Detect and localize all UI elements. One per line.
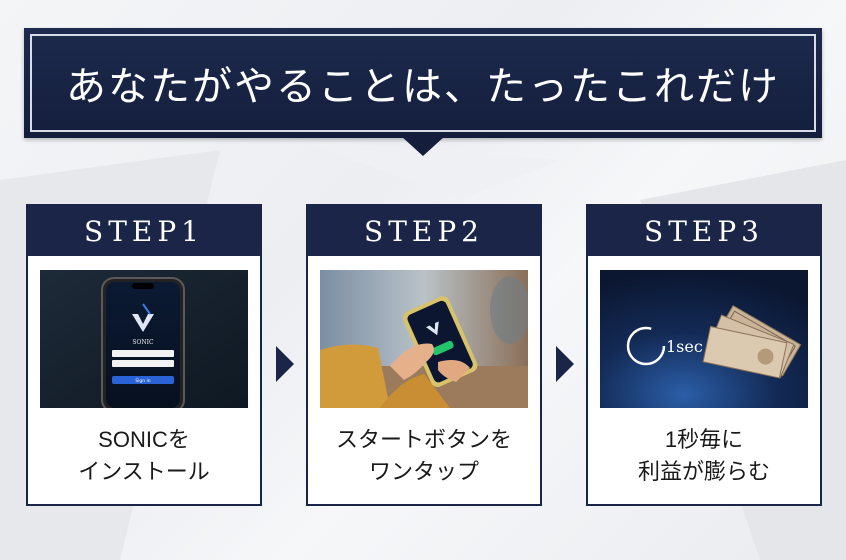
signin-label: Sign in [135, 378, 150, 384]
header-banner: あなたがやることは、たったこれだけ [24, 28, 822, 138]
step-label: STEP3 [644, 214, 764, 248]
step-header: STEP2 [308, 206, 540, 256]
step-card-1: STEP1 SONIC Sign in SONICを [26, 204, 262, 506]
step-header: STEP1 [28, 206, 260, 256]
timer-text: 1sec [666, 337, 703, 356]
step-description: スタートボタンを ワンタップ [308, 424, 540, 488]
next-arrow-icon [556, 346, 574, 382]
next-arrow-icon [276, 346, 294, 382]
step-label: STEP1 [84, 214, 204, 248]
banner-pointer [401, 136, 445, 156]
banner-title: あなたがやることは、たったこれだけ [66, 64, 780, 110]
phone-app-illustration: SONIC Sign in [40, 270, 248, 408]
step-desc-line: インストール [78, 459, 210, 484]
step-description: SONICを インストール [28, 424, 260, 488]
step-desc-line: ワンタップ [368, 459, 479, 484]
step-card-3: STEP3 1sec 1秒毎に [586, 204, 822, 506]
step-header: STEP3 [588, 206, 820, 256]
step-desc-line: スタートボタンを [335, 427, 512, 452]
timer-and-banknotes-illustration: 1sec [600, 270, 808, 408]
step-desc-line: SONICを [98, 427, 190, 452]
step-label: STEP2 [364, 214, 484, 248]
step-card-2: STEP2 スタートボタンを ワンタップ [306, 204, 542, 506]
banner-frame: あなたがやることは、たったこれだけ [30, 34, 816, 132]
step3-money-image: 1sec [600, 270, 808, 408]
hand-holding-phone-illustration [320, 270, 528, 408]
step-desc-line: 1秒毎に [664, 427, 744, 452]
step-desc-line: 利益が膨らむ [637, 459, 770, 484]
app-name: SONIC [132, 339, 154, 346]
step-description: 1秒毎に 利益が膨らむ [588, 424, 820, 488]
step1-phone-image: SONIC Sign in [40, 270, 248, 408]
step2-hand-phone-image [320, 270, 528, 408]
